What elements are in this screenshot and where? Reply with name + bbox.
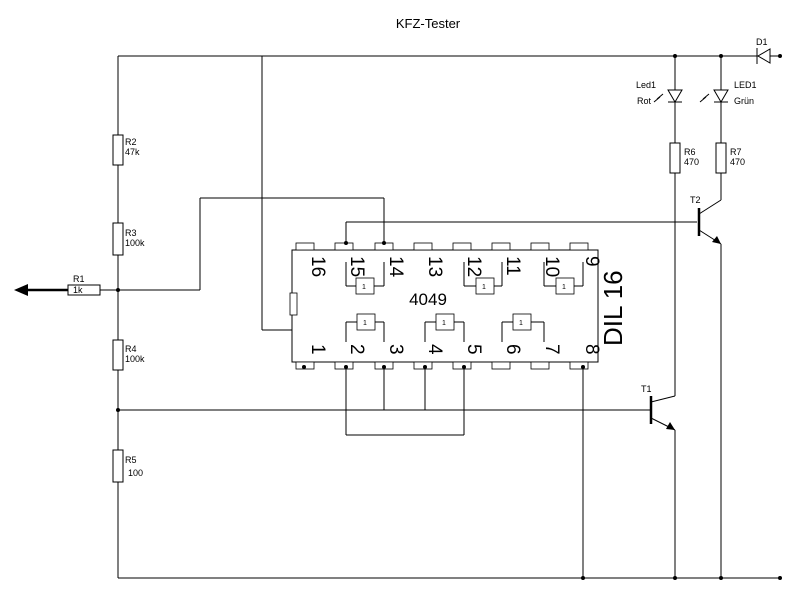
pin-7: 7 bbox=[541, 344, 562, 355]
pin-6: 6 bbox=[502, 344, 523, 355]
pin-9: 9 bbox=[581, 256, 602, 267]
gate-bottom-3-symbol: 1 bbox=[519, 320, 523, 327]
pin-5: 5 bbox=[463, 344, 484, 355]
pin-4: 4 bbox=[424, 344, 445, 355]
ic-4049: 16 15 14 13 12 11 10 9 1 2 3 4 5 6 7 8 4… bbox=[289, 242, 628, 370]
r3-value: 100k bbox=[125, 238, 145, 248]
t1-base-wire bbox=[118, 367, 645, 411]
t1-emitter-arrow-icon bbox=[666, 422, 675, 430]
gate-bottom-2: 1 bbox=[424, 313, 465, 342]
gate-top-2-symbol: 1 bbox=[482, 284, 486, 291]
r1-value: 1k bbox=[73, 285, 83, 295]
resistor-r2: R2 47k bbox=[112, 134, 140, 166]
junction-dots bbox=[116, 54, 782, 580]
gate-top-2: 1 bbox=[463, 262, 503, 295]
r3-name: R3 bbox=[125, 228, 137, 238]
pin-11: 11 bbox=[502, 256, 523, 276]
resistor-r3: R3 100k bbox=[112, 222, 145, 256]
pin-10: 10 bbox=[541, 256, 562, 277]
gate-top-1: 1 bbox=[345, 262, 385, 295]
pin-3: 3 bbox=[385, 344, 406, 355]
pin14-input-wire bbox=[199, 197, 385, 290]
pin-13: 13 bbox=[424, 256, 445, 277]
r5-name: R5 bbox=[125, 455, 137, 465]
led-green-name: LED1 bbox=[734, 80, 757, 90]
ic-package: DIL 16 bbox=[598, 270, 628, 346]
led-green-branch: LED1 Grün R7 470 bbox=[699, 56, 757, 200]
r4-name: R4 bbox=[125, 344, 137, 354]
gate-top-1-symbol: 1 bbox=[362, 284, 366, 291]
pin-2: 2 bbox=[346, 344, 367, 355]
r7-value: 470 bbox=[730, 157, 745, 167]
led-red-branch: Led1 Rot R6 470 bbox=[636, 56, 699, 396]
pin-8: 8 bbox=[581, 344, 602, 355]
gate-bottom-1-symbol: 1 bbox=[363, 320, 367, 327]
t2-emitter-arrow-icon bbox=[712, 236, 721, 244]
gate-bottom-3: 1 bbox=[501, 313, 545, 342]
r6-value: 470 bbox=[684, 157, 699, 167]
led-red-name: Led1 bbox=[636, 80, 656, 90]
pin-1: 1 bbox=[307, 344, 328, 355]
pin-14: 14 bbox=[385, 256, 406, 278]
resistor-r4: R4 100k bbox=[112, 339, 145, 371]
gate-bottom-2-symbol: 1 bbox=[442, 320, 446, 327]
ic-name: 4049 bbox=[409, 290, 447, 309]
probe-input: R1 1k bbox=[14, 274, 200, 296]
diode-symbol-icon bbox=[757, 48, 771, 64]
ic-notch bbox=[289, 292, 298, 316]
r7-name: R7 bbox=[730, 147, 742, 157]
gate-top-3-symbol: 1 bbox=[562, 284, 566, 291]
r1-name: R1 bbox=[73, 274, 85, 284]
probe-arrow-icon bbox=[14, 284, 28, 296]
r2-value: 47k bbox=[125, 147, 140, 157]
r2-name: R2 bbox=[125, 137, 137, 147]
d1-name: D1 bbox=[756, 37, 768, 47]
r5-value: 100 bbox=[128, 468, 143, 478]
diode-d1: D1 bbox=[755, 37, 780, 64]
t2-name: T2 bbox=[690, 195, 701, 205]
resistor-r5: R5 100 bbox=[112, 449, 143, 483]
t1-name: T1 bbox=[641, 384, 652, 394]
pin-16: 16 bbox=[307, 256, 328, 277]
led-green-color: Grün bbox=[734, 96, 754, 106]
led-green-icon bbox=[713, 89, 729, 103]
r6-name: R6 bbox=[684, 147, 696, 157]
t2-base-wire bbox=[345, 221, 697, 243]
transistor-t2: T2 bbox=[690, 195, 722, 578]
led-red-color: Rot bbox=[637, 96, 652, 106]
pin-15: 15 bbox=[346, 256, 367, 277]
transistor-t1: T1 bbox=[641, 384, 676, 578]
pin-12: 12 bbox=[463, 256, 484, 277]
gate-bottom-1: 1 bbox=[345, 313, 385, 342]
gate-top-3: 1 bbox=[543, 262, 584, 295]
pin2-pin5-wire bbox=[345, 367, 465, 436]
led-red-icon bbox=[667, 89, 683, 103]
diagram-title: KFZ-Tester bbox=[396, 16, 461, 31]
r4-value: 100k bbox=[125, 354, 145, 364]
